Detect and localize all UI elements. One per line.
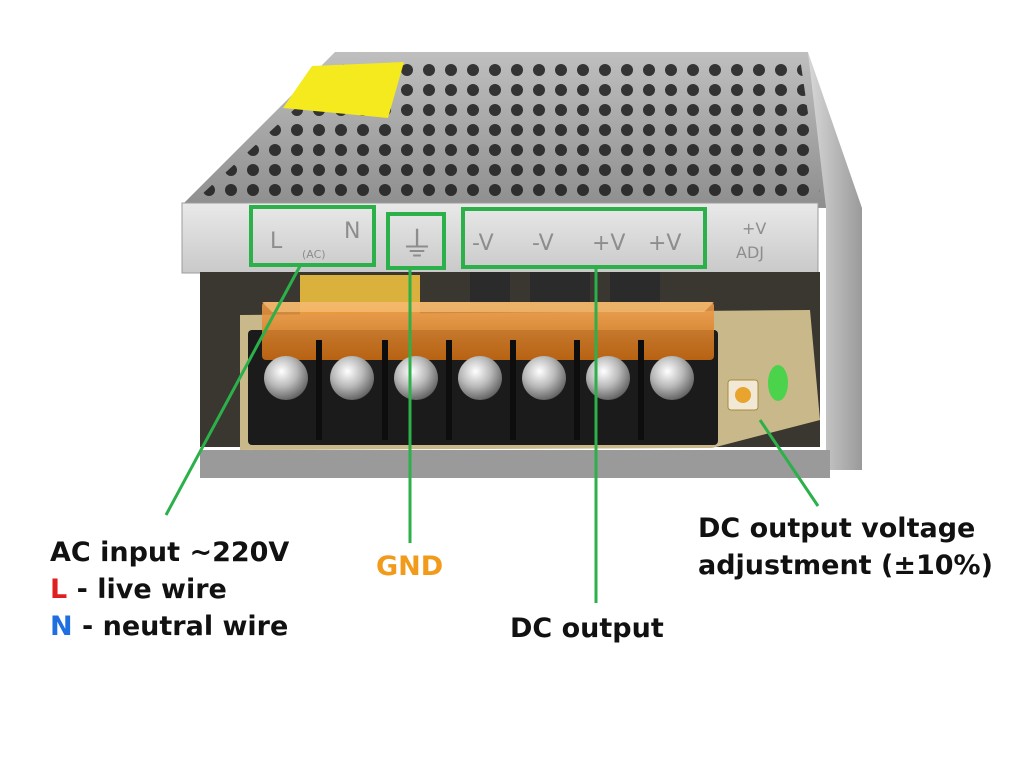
plate-adj-bottom: ADJ bbox=[736, 243, 764, 262]
neutral-wire-label: N - neutral wire bbox=[50, 608, 289, 645]
live-letter: L bbox=[50, 574, 68, 605]
amber-cover-top bbox=[262, 302, 714, 312]
leader-lines bbox=[164, 265, 820, 603]
plate-label-L: L bbox=[270, 229, 283, 254]
amber-cover bbox=[262, 302, 714, 360]
callout-boxes bbox=[249, 205, 707, 270]
plate-out-2: -V bbox=[532, 231, 554, 256]
neutral-letter: N bbox=[50, 611, 73, 642]
screw-7 bbox=[650, 356, 694, 400]
terminal-dividers bbox=[316, 340, 644, 440]
dc-adjust-line2: adjustment (±10%) bbox=[698, 550, 993, 581]
terminal-label-plate bbox=[181, 202, 819, 274]
screw-3 bbox=[394, 356, 438, 400]
status-led bbox=[768, 365, 788, 401]
screw-4 bbox=[458, 356, 502, 400]
ac-leader-line bbox=[164, 265, 302, 516]
neutral-text: - neutral wire bbox=[72, 611, 289, 642]
ac-terminal-box bbox=[249, 205, 376, 267]
screw-2 bbox=[330, 356, 374, 400]
chassis-base bbox=[200, 450, 830, 478]
plate-adj-top: +V bbox=[742, 219, 766, 238]
ac-input-label: AC input ~220V bbox=[50, 537, 290, 568]
plate-out-4: +V bbox=[648, 231, 681, 256]
adj-leader-line bbox=[758, 419, 820, 507]
vent-holes bbox=[200, 58, 820, 196]
live-wire-label: L - live wire bbox=[50, 571, 289, 608]
screw-5 bbox=[522, 356, 566, 400]
plate-label-N: N bbox=[344, 219, 360, 244]
plate-label-ac: (AC) bbox=[302, 248, 326, 261]
live-text: - live wire bbox=[67, 574, 227, 605]
warning-sticker bbox=[283, 62, 404, 118]
gnd-label: GND bbox=[376, 551, 444, 582]
dc-adjust-callout: DC output voltage adjustment (±10%) bbox=[698, 510, 993, 584]
right-side-wall bbox=[808, 52, 862, 470]
pot-screw bbox=[735, 387, 751, 403]
dc-output-box bbox=[461, 207, 707, 269]
plate-out-1: -V bbox=[472, 231, 494, 256]
dc-adjust-line1: DC output voltage bbox=[698, 513, 976, 544]
gnd-terminal-box bbox=[386, 212, 446, 270]
screw-1 bbox=[264, 356, 308, 400]
ac-input-callout: AC input ~220V L - live wire N - neutral… bbox=[50, 534, 289, 645]
screw-6 bbox=[586, 356, 630, 400]
plate-out-3: +V bbox=[592, 231, 625, 256]
dc-output-label: DC output bbox=[510, 613, 664, 644]
plate-gnd-symbol: ⏚ bbox=[400, 225, 434, 265]
